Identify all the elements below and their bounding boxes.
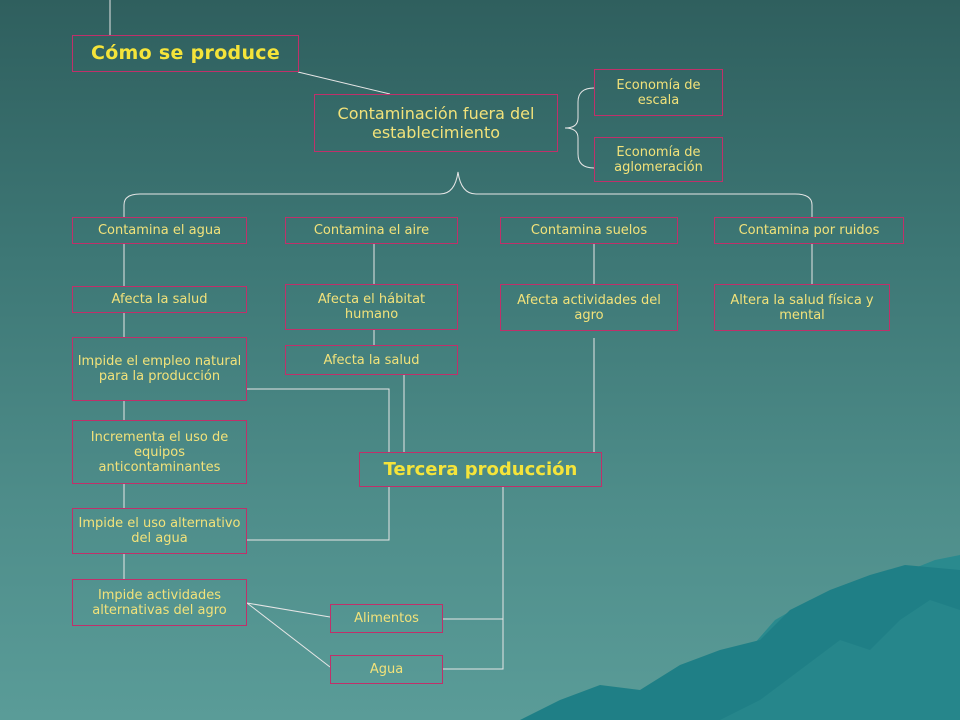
category-ruidos-box: Contamina por ruidos bbox=[714, 217, 904, 244]
category-agua-box: Contamina el agua bbox=[72, 217, 247, 244]
agua-effect-box: Impide el uso alternativo del agua bbox=[72, 508, 247, 554]
mountain-shape bbox=[720, 600, 960, 720]
brace-connector bbox=[123, 171, 813, 218]
title-box: Cómo se produce bbox=[72, 35, 299, 72]
economy-agglomeration-box: Economía de aglomeración bbox=[594, 137, 723, 182]
connector-line bbox=[247, 388, 390, 452]
result-box: Tercera producción bbox=[359, 452, 602, 487]
category-suelos-box: Contamina suelos bbox=[500, 217, 678, 244]
agua-effect-box: Impide el empleo natural para la producc… bbox=[72, 337, 247, 401]
connector-line bbox=[443, 487, 504, 670]
brace-connector bbox=[564, 87, 595, 169]
aire-effect-box: Afecta la salud bbox=[285, 345, 458, 375]
connector-line bbox=[246, 602, 331, 618]
output-agua-box: Agua bbox=[330, 655, 443, 684]
suelos-effect-box: Afecta actividades del agro bbox=[500, 284, 678, 331]
agua-effect-box: Impide actividades alternativas del agro bbox=[72, 579, 247, 626]
aire-effect-box: Afecta el hábitat humano bbox=[285, 284, 458, 330]
agua-effect-box: Incrementa el uso de equipos anticontami… bbox=[72, 420, 247, 484]
connector-line bbox=[247, 487, 390, 541]
connector-line bbox=[246, 602, 331, 668]
central-box: Contaminación fuera del establecimiento bbox=[314, 94, 558, 152]
connector-line bbox=[297, 71, 391, 95]
ruidos-effect-box: Altera la salud física y mental bbox=[714, 284, 890, 331]
output-alimentos-box: Alimentos bbox=[330, 604, 443, 633]
economy-scale-box: Economía de escala bbox=[594, 69, 723, 116]
category-aire-box: Contamina el aire bbox=[285, 217, 458, 244]
agua-effect-box: Afecta la salud bbox=[72, 286, 247, 313]
